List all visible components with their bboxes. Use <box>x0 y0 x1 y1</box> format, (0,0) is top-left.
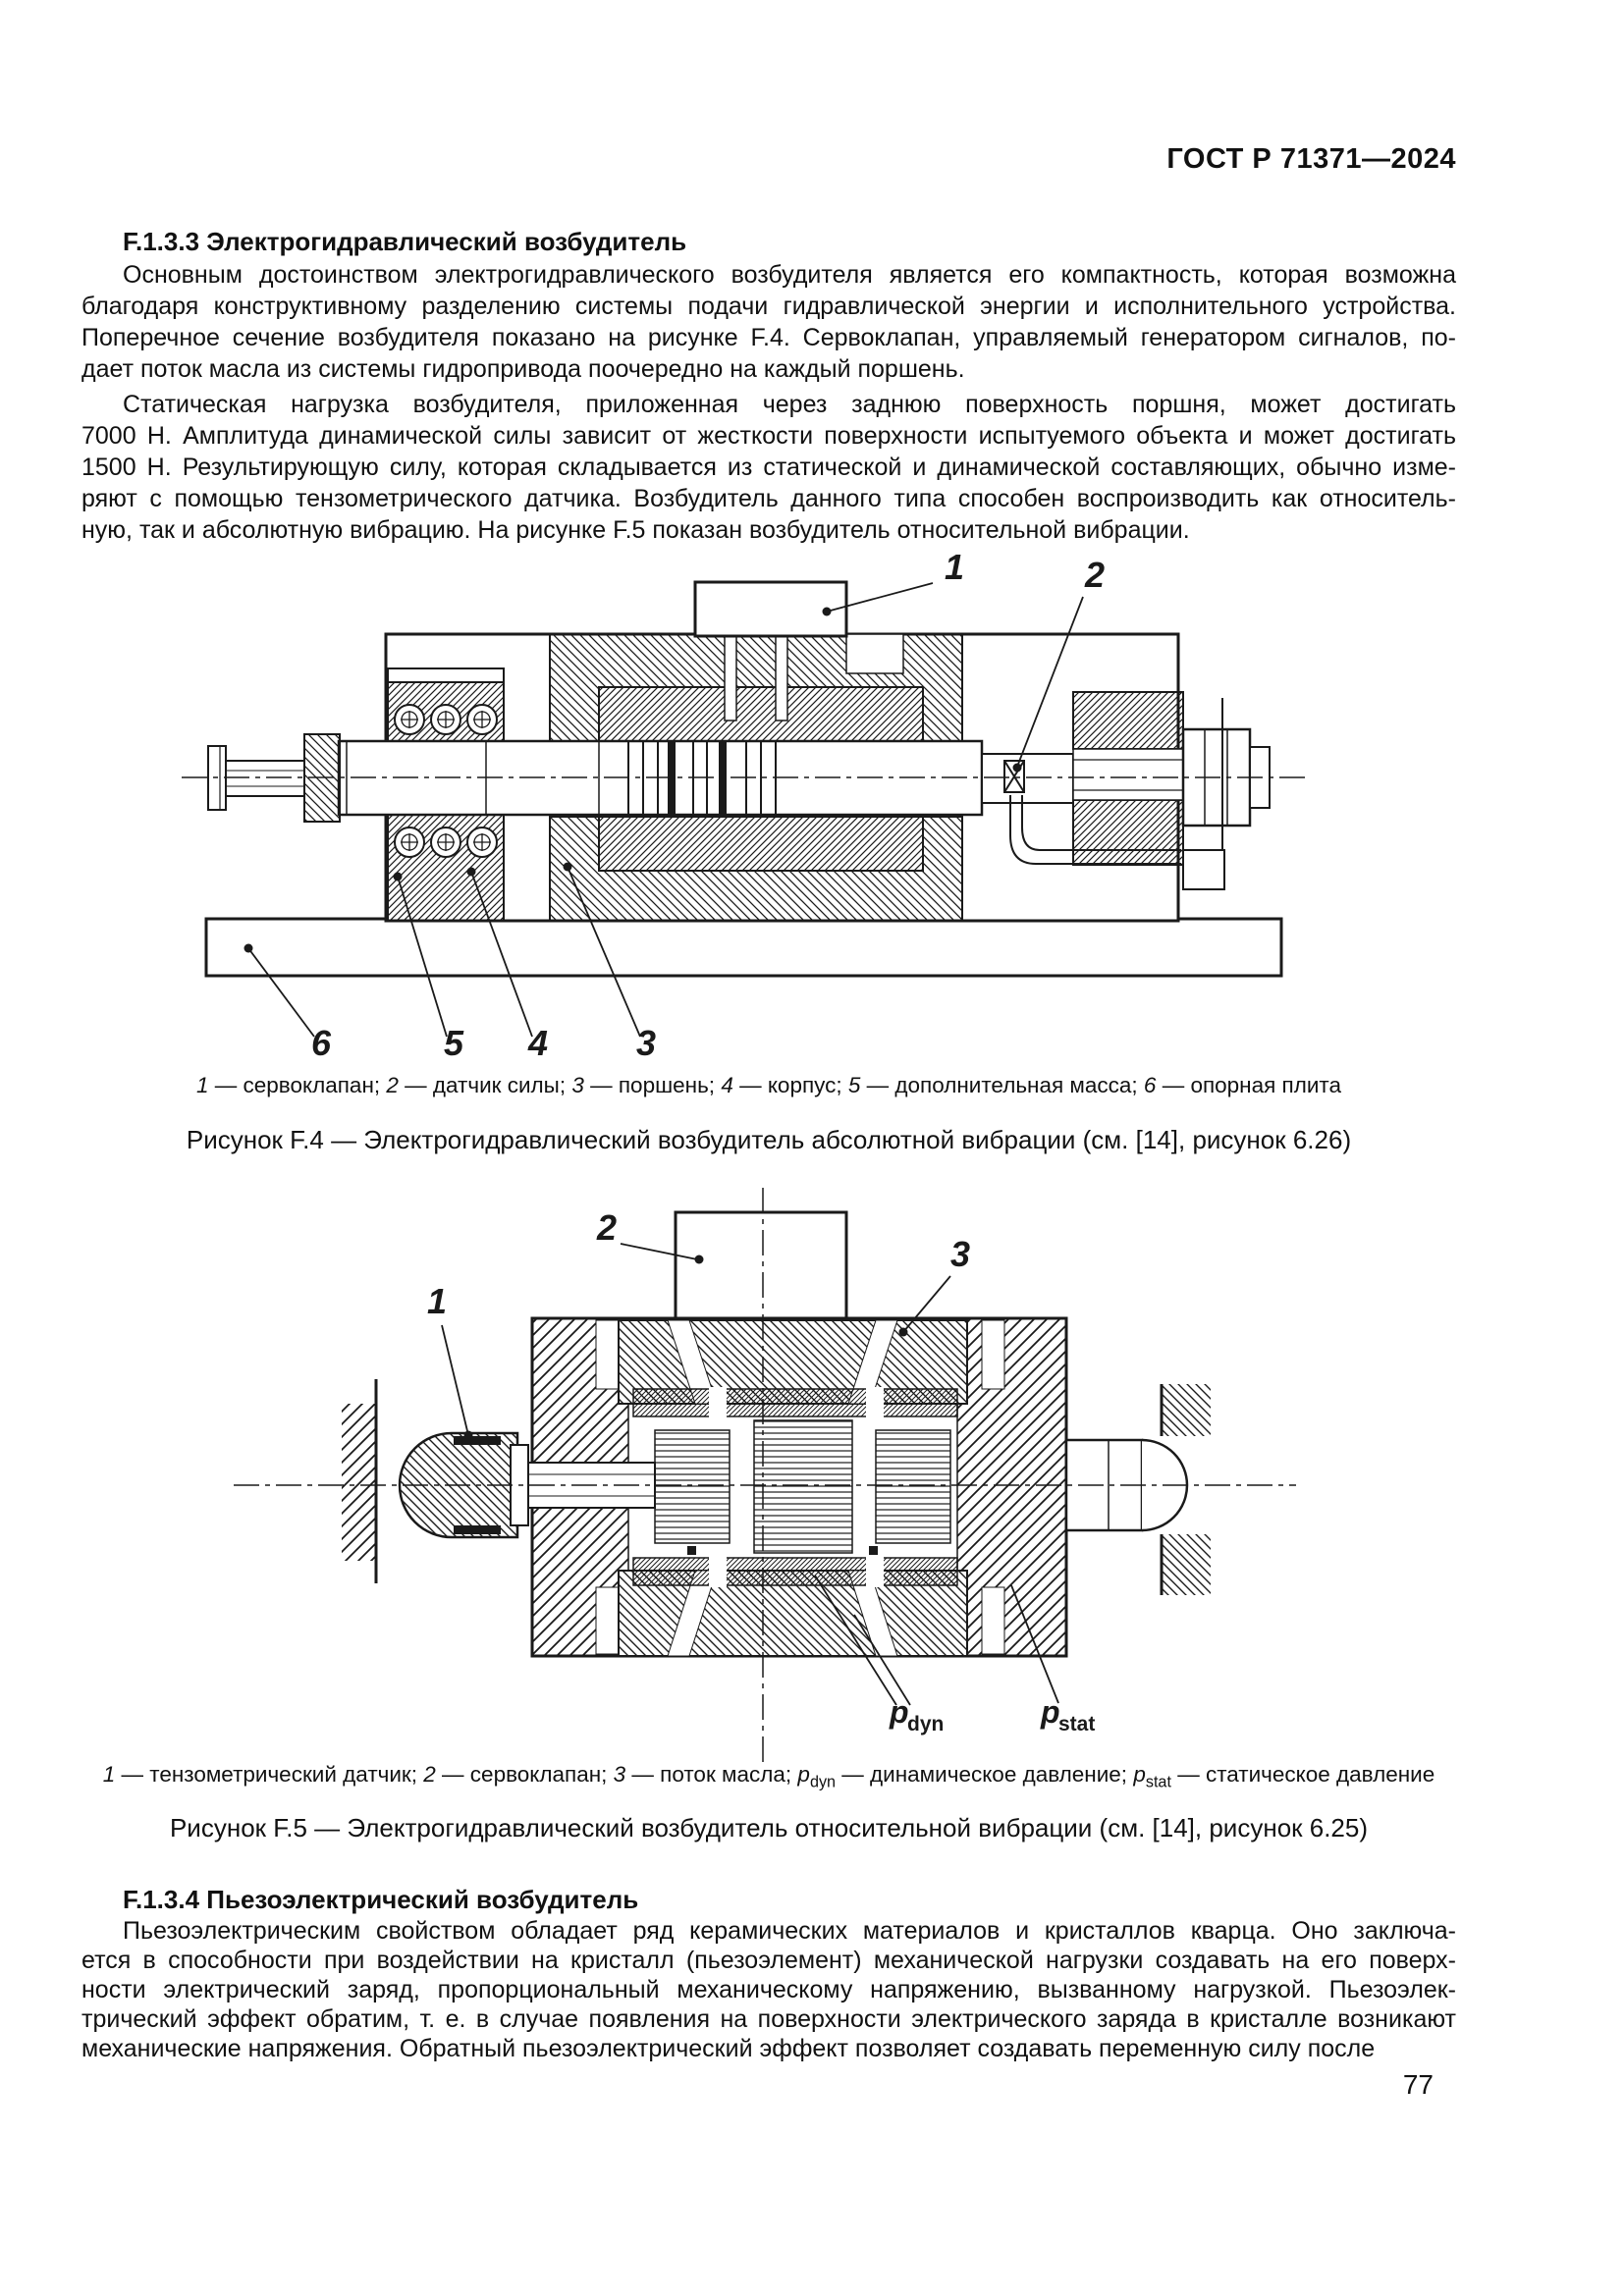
figure-f5-legend: 1 — тензометрический датчик; 2 — сервокл… <box>102 1762 1435 1791</box>
text-line: ную, так и абсолютную вибрацию. На рисун… <box>81 516 1190 544</box>
figure-f5-label-2: 2 <box>596 1207 617 1248</box>
text-line: благодаря конструктивному разделению сис… <box>81 293 1456 320</box>
text-line: Основным достоинством электрогидравличес… <box>123 261 1456 289</box>
figure-f5-label-pdyn: p <box>889 1694 909 1730</box>
text-line: механические напряжения. Обратный пьезоэ… <box>81 2035 1376 2062</box>
standard-reference: ГОСТ Р 71371—2024 <box>1166 143 1456 175</box>
figure-f4-label-1: 1 <box>945 547 964 587</box>
text-line: ности электрический заряд, пропорциональ… <box>81 1976 1456 2003</box>
figure-f5-label-pstat: p <box>1040 1694 1060 1730</box>
text-line: ряют с помощью тензометрического датчика… <box>81 485 1456 512</box>
text-line: Статическая нагрузка возбудителя, прилож… <box>123 391 1456 418</box>
figure-f4-drawing: 1 2 6 5 4 3 <box>182 547 1308 1063</box>
figure-f4-label-4: 4 <box>527 1023 548 1063</box>
figure-f4-label-5: 5 <box>444 1023 464 1063</box>
paragraph: Основным достоинством электрогидравличес… <box>81 259 1456 385</box>
figure-f4-label-6: 6 <box>311 1023 332 1063</box>
paragraph: Пьезоэлектрическим свойством обладает ря… <box>81 1916 1456 2063</box>
figure-f5-label-pdyn-sub: dyn <box>907 1713 944 1735</box>
figure-f4-label-2: 2 <box>1084 555 1105 595</box>
text-line: Поперечное сечение возбудителя показано … <box>81 324 1456 351</box>
figure-f5-label-pstat-sub: stat <box>1058 1713 1095 1735</box>
text-line: ется в способности при воздействии на кр… <box>81 1947 1456 1974</box>
paragraph: Статическая нагрузка возбудителя, прилож… <box>81 389 1456 546</box>
section-heading-f134: F.1.3.4 Пьезоэлектрический возбудитель <box>123 1885 639 1914</box>
figure-f4-caption: Рисунок F.4 — Электрогидравлический возб… <box>186 1125 1352 1154</box>
figure-f4-label-3: 3 <box>636 1023 656 1063</box>
text-line: трический эффект обратим, т. е. в случае… <box>81 2005 1456 2033</box>
text-line: Пьезоэлектрическим свойством обладает ря… <box>123 1917 1456 1945</box>
text-line: 7000 Н. Амплитуда динамической силы зави… <box>81 422 1456 450</box>
page-number: 77 <box>1402 2069 1434 2100</box>
figure-f5-label-3: 3 <box>950 1234 970 1274</box>
section-heading-f133: F.1.3.3 Электрогидравлический возбудител… <box>123 227 687 256</box>
figure-f5-label-1: 1 <box>427 1281 447 1321</box>
figure-f4-legend: 1 — сервоклапан; 2 — датчик силы; 3 — по… <box>196 1073 1341 1097</box>
figure-f5-caption: Рисунок F.5 — Электрогидравлический возб… <box>169 1813 1369 1842</box>
figure-f5-drawing: 2 3 1 p dyn p stat <box>234 1188 1296 1767</box>
text-line: 1500 Н. Результирующую силу, которая скл… <box>81 454 1456 481</box>
text-line: дает поток масла из системы гидропривода… <box>81 355 965 383</box>
